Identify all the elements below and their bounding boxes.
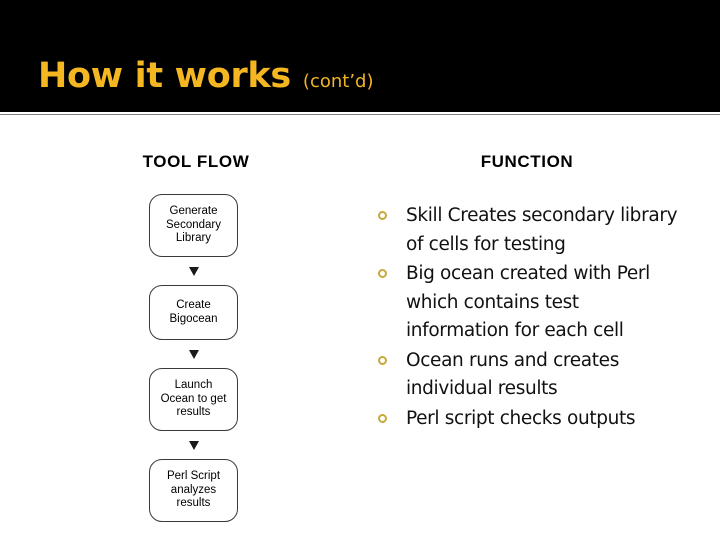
- header-divider-rule: [0, 114, 720, 115]
- flow-node-label: Create Bigocean: [169, 299, 218, 325]
- arrow-down-icon: [188, 349, 199, 359]
- arrow-down-icon: [188, 266, 199, 276]
- list-item-text: Perl script checks outputs: [406, 407, 636, 429]
- list-item: Big ocean created with Perl which contai…: [374, 260, 684, 346]
- page-title: How it works: [38, 56, 291, 96]
- flow-node: Create Bigocean: [149, 285, 238, 340]
- hollow-circle-bullet-icon: [378, 355, 387, 365]
- list-item: Perl script checks outputs: [374, 405, 684, 434]
- list-item: Skill Creates secondary library of cells…: [374, 202, 684, 259]
- hollow-circle-bullet-icon: [378, 211, 387, 220]
- page-title-suffix: (cont’d): [302, 71, 374, 92]
- flow-connector: [149, 340, 238, 368]
- flow-node: Launch Ocean to get results: [149, 368, 238, 431]
- list-item-text: Big ocean created with Perl which contai…: [406, 263, 650, 341]
- list-item-text: Skill Creates secondary library of cells…: [406, 205, 678, 255]
- flow-connector: [149, 257, 238, 285]
- flow-connector: [149, 431, 238, 459]
- hollow-circle-bullet-icon: [378, 269, 387, 278]
- hollow-circle-bullet-icon: [378, 413, 387, 423]
- flow-node-label: Launch Ocean to get results: [160, 379, 227, 419]
- list-item: Ocean runs and creates individual result…: [374, 347, 684, 404]
- flow-node-label: Generate Secondary Library: [166, 205, 221, 245]
- function-bullet-list: Skill Creates secondary library of cells…: [374, 202, 684, 434]
- flow-node: Perl Script analyzes results: [149, 459, 238, 522]
- column-heading-function: FUNCTION: [480, 152, 574, 171]
- title-row: How it works (cont’d): [38, 59, 374, 94]
- list-item-text: Ocean runs and creates individual result…: [406, 349, 619, 400]
- flow-node: Generate Secondary Library: [149, 194, 238, 257]
- column-heading-tool-flow: TOOL FLOW: [142, 152, 250, 171]
- slide-header-banner: How it works (cont’d): [0, 0, 720, 112]
- flow-node-label: Perl Script analyzes results: [166, 470, 221, 510]
- tool-flow-diagram: Generate Secondary Library Create Bigoce…: [149, 194, 239, 522]
- arrow-down-icon: [188, 440, 199, 450]
